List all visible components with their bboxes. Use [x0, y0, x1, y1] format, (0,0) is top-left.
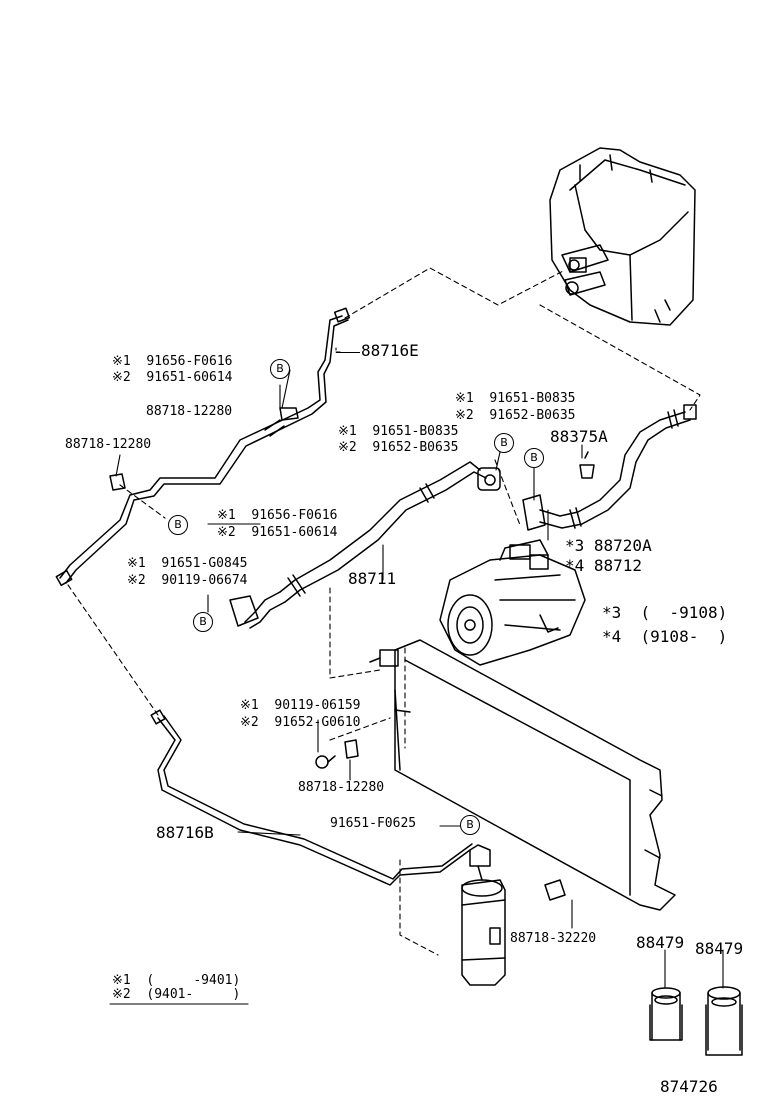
callout-g1-line1: ※1 91656-F0616 — [112, 354, 233, 369]
callout-g5-line1: ※1 91651-G0845 — [127, 556, 248, 571]
compressor — [439, 539, 586, 666]
hose-88711 — [229, 461, 501, 629]
callout-g3-line1: ※1 91651-B0835 — [455, 391, 576, 406]
callout-g4-line1: ※1 91651-B0835 — [338, 424, 459, 439]
note-star3: *3 ( -9108) — [602, 603, 728, 622]
part-88375A-label: 88375A — [550, 427, 608, 446]
callout-lines — [109, 347, 724, 1005]
callout-g5-line2: ※2 90119-06674 — [127, 573, 248, 588]
legend-line1: ※1 ( -9401) — [112, 973, 241, 988]
part-88718-12280-label: 88718-12280 — [298, 780, 385, 795]
part-91651-F0625-label: 91651-F0625 — [330, 816, 417, 831]
callout-b-circle: B — [193, 612, 213, 632]
part-88718-12280-label: 88718-12280 — [146, 404, 233, 419]
callout-b-circle: B — [270, 359, 290, 379]
callout-g4-line2: ※2 91652-B0635 — [338, 440, 459, 455]
legend-line2: ※2 (9401- ) — [112, 987, 241, 1002]
callout-g6-line2: ※2 91652-G0610 — [240, 715, 361, 730]
callout-g3-line2: ※2 91652-B0635 — [455, 408, 576, 423]
callout-g1-line2: ※2 91651-60614 — [112, 370, 233, 385]
part-88479-label: 88479 — [695, 939, 744, 958]
callout-g2-line1: ※1 91656-F0616 — [217, 508, 338, 523]
callout-b-circle: B — [524, 448, 544, 468]
evaporator-unit — [549, 147, 696, 326]
figure-number: 874726 — [660, 1077, 718, 1096]
callout-g6-line1: ※1 90119-06159 — [240, 698, 361, 713]
part-88718-32220-label: 88718-32220 — [510, 931, 597, 946]
hose-88720A — [522, 404, 697, 531]
part-88718-12280-label: 88718-12280 — [65, 437, 152, 452]
part-88711-label: 88711 — [348, 569, 397, 588]
callout-b-circle: B — [168, 515, 188, 535]
part-88720A-label: *3 88720A — [565, 536, 652, 555]
part-88712-label: *4 88712 — [565, 556, 643, 575]
callout-b-circle: B — [494, 433, 514, 453]
callout-b-circle: B — [460, 815, 480, 835]
leader-88716E — [336, 352, 360, 353]
pipe-88716E — [55, 307, 351, 587]
pipe-88716B — [150, 709, 473, 886]
note-star4: *4 (9108- ) — [602, 627, 728, 646]
callout-g2-line2: ※2 91651-60614 — [217, 525, 338, 540]
part-88716B-label: 88716B — [156, 823, 214, 842]
clamps — [109, 407, 595, 901]
receiver-dryer — [461, 844, 506, 986]
refrigerant-cans — [649, 986, 743, 1056]
condenser — [369, 639, 676, 911]
part-88716E-label: 88716E — [361, 341, 419, 360]
part-88479-label: 88479 — [636, 933, 685, 952]
